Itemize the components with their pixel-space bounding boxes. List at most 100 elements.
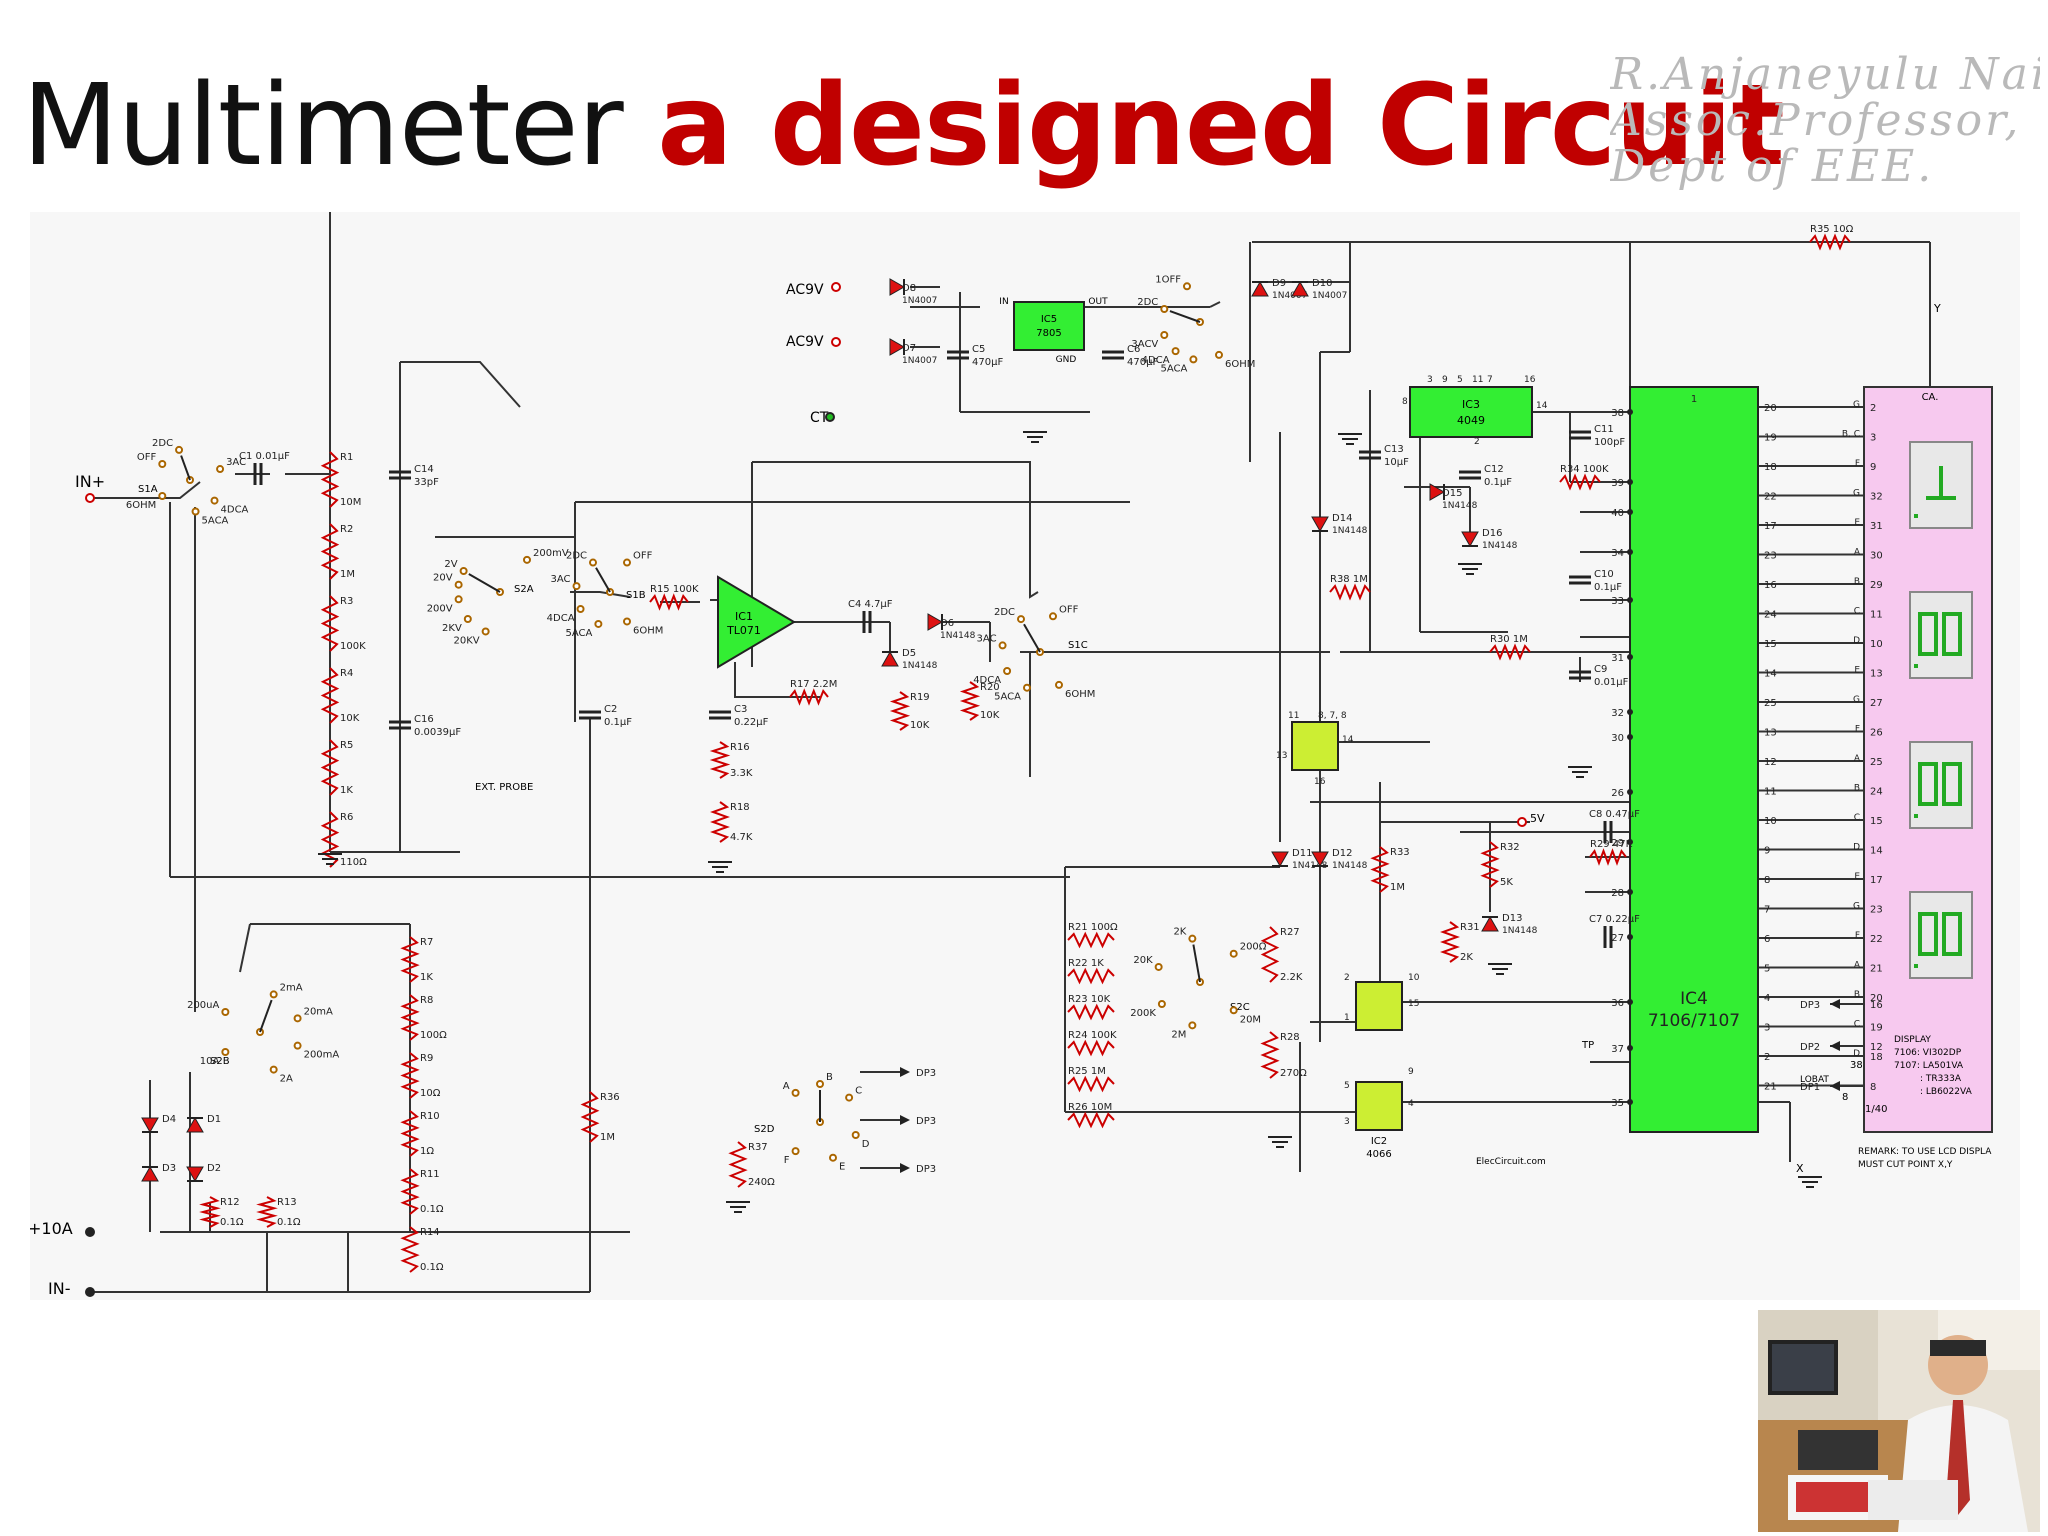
ic4-pin-left: 26 — [1611, 788, 1624, 799]
divider-r4-symbol — [320, 667, 340, 724]
ic2-pin: 10 — [1408, 973, 1420, 983]
switch-s1b-contact — [594, 619, 603, 628]
cap-c1-label: C1 0.01μF — [239, 451, 290, 462]
switch-s2b-contact — [221, 1048, 230, 1056]
res-r31-symbol — [1440, 921, 1460, 963]
switch-s1-supply-label: 6OHM — [1225, 359, 1255, 370]
wire — [734, 662, 820, 698]
ic4-pin-left: 37 — [1611, 1044, 1624, 1055]
ic3-pin: 9 — [1442, 375, 1448, 385]
junction — [1627, 889, 1633, 895]
digit-1-segment — [1942, 612, 1962, 656]
switch-s1c: S1C — [1068, 640, 1088, 651]
ic3-pin: 3 — [1427, 375, 1433, 385]
junction — [1627, 934, 1633, 940]
display-pin-number: 31 — [1870, 521, 1883, 532]
wire — [239, 923, 251, 973]
switch-s2d: S2D — [754, 1124, 775, 1135]
divider-r2-symbol — [320, 523, 340, 580]
terminal-5v — [1517, 817, 1527, 827]
ic4-pin-left: 38 — [1611, 408, 1624, 419]
display-segment-letter: F — [1855, 459, 1860, 469]
switch-s2b-label: 200mA — [304, 1050, 340, 1061]
point-y: Y — [1933, 302, 1941, 315]
diode-d6-symbol — [927, 613, 944, 631]
res-r16-ref: R16 — [730, 742, 750, 753]
res-r28-value: 270Ω — [1280, 1068, 1307, 1079]
ic4-pin-right: 15 — [1764, 639, 1777, 650]
ic2-pin: 11 — [1288, 711, 1299, 721]
divider-r2-value: 1M — [340, 569, 355, 580]
cap-c10-value: 0.1μF — [1594, 582, 1622, 593]
divider-r1-value: 10M — [340, 497, 361, 508]
input-in-minus: IN- — [48, 1279, 70, 1298]
ic4-pin-left: 27 — [1611, 933, 1624, 944]
display-dp-pin: 16 — [1870, 1000, 1883, 1011]
res-r33-value: 1M — [1390, 882, 1405, 893]
res-r16-symbol — [709, 741, 731, 779]
display-info-1: DISPLAY — [1894, 1035, 1931, 1045]
divider-r3-ref: R3 — [340, 596, 353, 607]
terminal-ct — [825, 412, 835, 422]
display-segment-letter: E — [1854, 666, 1860, 676]
display-segment-letter: A — [1854, 754, 1861, 764]
diode-d2-symbol — [186, 1166, 204, 1183]
switch-s1b-contact — [623, 617, 631, 626]
display-pin-number: 30 — [1870, 551, 1883, 562]
res-r35-symbol — [1809, 233, 1851, 251]
divider-r1-symbol — [320, 451, 340, 508]
shunt-r14-value: 0.1Ω — [420, 1262, 444, 1273]
res-r27-value: 2.2K — [1280, 972, 1303, 983]
title-emphasis: a designed Circuit — [657, 61, 1785, 191]
switch-s2d-contact — [791, 1147, 800, 1156]
switch-s2c-wiper — [1192, 944, 1201, 983]
diode-d9-value: 1N4007 — [1272, 291, 1307, 301]
switch-s2c-contact — [1188, 934, 1197, 943]
ohm-ref-r25-label: R25 1M — [1068, 1066, 1106, 1077]
switch-s1c-contact — [1023, 683, 1032, 692]
switch-s2d-contact — [791, 1088, 800, 1097]
display-pin-number: 14 — [1870, 846, 1883, 857]
ic4-pin-left: 34 — [1611, 548, 1624, 559]
cap-c10-ref: C10 — [1594, 569, 1614, 580]
divider-r3-value: 100K — [340, 641, 366, 652]
display-pin-number: 17 — [1870, 875, 1883, 886]
switch-s1c-contact — [998, 641, 1007, 650]
ic2-pin: 3 — [1344, 1117, 1350, 1127]
switch-s1-supply-label: 1OFF — [1155, 274, 1181, 285]
shunt-r11-symbol — [400, 1168, 420, 1215]
ic4-pin-right: 17 — [1764, 521, 1777, 532]
remark-line-1: REMARK: TO USE LCD DISPLA — [1858, 1147, 1992, 1157]
cap-c13-value: 10μF — [1384, 457, 1409, 468]
switch-s2a: S2A — [514, 584, 534, 595]
switch-s1c-label: OFF — [1059, 604, 1079, 615]
res-r19-ref: R19 — [910, 692, 930, 703]
display-info-4: : TR333A — [1920, 1074, 1962, 1084]
point-tp: TP — [1581, 1040, 1594, 1051]
res-r18-symbol — [710, 801, 730, 843]
res-r18-value: 4.7K — [730, 832, 753, 843]
display-segment-letter: E — [1854, 872, 1860, 882]
shunt-r10-symbol — [400, 1110, 420, 1157]
switch-s2d-output: DP3 — [916, 1164, 936, 1175]
display-dp-pin: 12 — [1870, 1042, 1883, 1053]
display-pin-number: 11 — [1870, 610, 1883, 621]
cap-c3-value: 0.22μF — [734, 717, 769, 728]
ic5-pin-in: IN — [999, 297, 1008, 307]
res-r36-symbol — [580, 1091, 600, 1143]
cap-c13-ref: C13 — [1384, 444, 1404, 455]
input-ct: CT — [810, 410, 829, 426]
display-segment-letter: A — [1854, 548, 1861, 558]
switch-s1a-label: 6OHM — [126, 500, 156, 511]
switch-s1c-wiper — [1023, 623, 1041, 653]
cap-c14-ref: C14 — [414, 464, 434, 475]
diode-d1-symbol — [186, 1116, 204, 1133]
switch-s1b: S1B — [626, 590, 646, 601]
res-r29-label: R29 47K — [1590, 839, 1633, 850]
display-segment-letter: F — [1855, 725, 1860, 735]
switch-s2a-contact — [454, 580, 463, 589]
res-r28-ref: R28 — [1280, 1032, 1300, 1043]
switch-s2a-contact — [454, 595, 463, 604]
switch-s1a: S1A — [138, 484, 158, 495]
switch-s2c-contact — [1229, 1006, 1238, 1015]
